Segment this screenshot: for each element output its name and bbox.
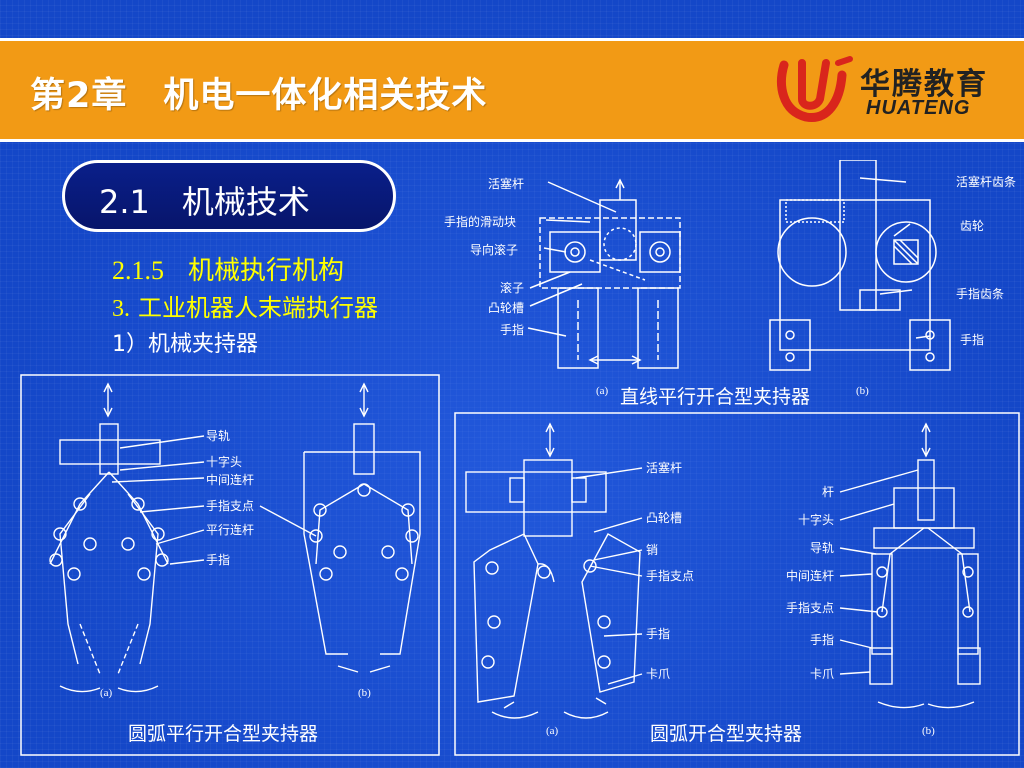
label-pin: 销 — [646, 543, 658, 557]
label-parallel-link: 平行连杆 — [206, 522, 254, 537]
label-cam-slot: 凸轮槽 — [488, 301, 524, 315]
tag-b: (b) — [358, 687, 371, 699]
tag-a: (a) — [596, 385, 609, 397]
label-finger-b: 手指 — [810, 632, 834, 647]
tag-b: (b) — [856, 385, 869, 397]
label-guide-roller: 导向滚子 — [470, 242, 518, 257]
tag-a: (a) — [100, 687, 113, 699]
arc-gripper-diagram: 活塞杆 凸轮槽 销 手指支点 手指 卡爪 杆 十字头 导轨 中间连杆 手指支点 … — [454, 412, 1020, 756]
section-pill: 2.1 机械技术 — [62, 160, 396, 232]
label-gear: 齿轮 — [960, 219, 984, 233]
item-heading: 1）机械夹持器 — [112, 332, 258, 357]
label-jaw-b: 卡爪 — [810, 667, 834, 681]
label-finger-pivot: 手指支点 — [646, 568, 694, 583]
label-crosshead: 十字头 — [798, 512, 834, 527]
label-piston-rod: 活塞杆 — [646, 460, 682, 475]
label-finger-pivot: 手指支点 — [206, 498, 254, 513]
section-title: 2.1 机械技术 — [99, 183, 310, 221]
label-finger-rack: 手指齿条 — [956, 286, 1004, 301]
label-rack: 活塞杆齿条 — [956, 174, 1016, 189]
arc-parallel-gripper-diagram: 导轨 十字头 中间连杆 手指支点 平行连杆 手指 (a) (b) 圆弧平行开合型… — [20, 374, 440, 756]
label-middle-link: 中间连杆 — [206, 472, 254, 487]
subsection-number: 2.1.5 — [112, 256, 164, 285]
figure-linear-gripper: 活塞杆 手指的滑动块 导向滚子 滚子 凸轮槽 手指 活塞杆齿条 齿轮 手指齿条 … — [440, 160, 1024, 410]
huateng-logo: 华腾教育 HUATENG — [776, 55, 1016, 127]
label-rod: 杆 — [822, 485, 834, 499]
tag-a: (a) — [546, 725, 559, 737]
label-middle-link: 中间连杆 — [786, 568, 834, 583]
figure-arc-parallel-gripper: 导轨 十字头 中间连杆 手指支点 平行连杆 手指 (a) (b) 圆弧平行开合型… — [20, 374, 442, 758]
label-jaw: 卡爪 — [646, 667, 670, 681]
label-finger-pivot: 手指支点 — [786, 600, 834, 615]
label-guide-rail: 导轨 — [206, 429, 230, 443]
logo-mark-icon — [777, 56, 853, 122]
subsection-heading: 2.1.5 机械执行机构 — [112, 250, 344, 287]
logo-text-cn: 华腾教育 — [860, 67, 988, 102]
label-slider: 手指的滑动块 — [444, 214, 516, 229]
label-finger-b: 手指 — [960, 332, 984, 347]
label-finger: 手指 — [646, 626, 670, 641]
linear-gripper-diagram: 活塞杆 手指的滑动块 导向滚子 滚子 凸轮槽 手指 活塞杆齿条 齿轮 手指齿条 … — [444, 160, 1016, 408]
topic-number: 3. — [112, 296, 130, 322]
label-piston-rod: 活塞杆 — [488, 176, 524, 191]
figure-caption: 圆弧开合型夹持器 — [650, 723, 802, 745]
subsection-text: 机械执行机构 — [188, 256, 345, 286]
label-crosshead: 十字头 — [206, 454, 242, 469]
figure-caption: 直线平行开合型夹持器 — [620, 386, 810, 408]
figure-arc-gripper: 活塞杆 凸轮槽 销 手指支点 手指 卡爪 杆 十字头 导轨 中间连杆 手指支点 … — [454, 412, 1022, 758]
chapter-title: 第2章 机电一体化相关技术 — [30, 76, 488, 116]
tag-b: (b) — [922, 725, 935, 737]
label-finger: 手指 — [206, 552, 230, 567]
header-bar: 第2章 机电一体化相关技术 华腾教育 HUATENG — [0, 38, 1024, 142]
figure-caption: 圆弧平行开合型夹持器 — [128, 723, 318, 745]
label-finger: 手指 — [500, 322, 524, 337]
label-roller: 滚子 — [500, 280, 524, 295]
label-guide-rail: 导轨 — [810, 541, 834, 555]
label-cam-slot: 凸轮槽 — [646, 511, 682, 525]
logo-text-en: HUATENG — [866, 97, 971, 119]
topic-heading: 3. 工业机器人末端执行器 — [112, 288, 378, 323]
topic-text: 工业机器人末端执行器 — [138, 294, 378, 322]
